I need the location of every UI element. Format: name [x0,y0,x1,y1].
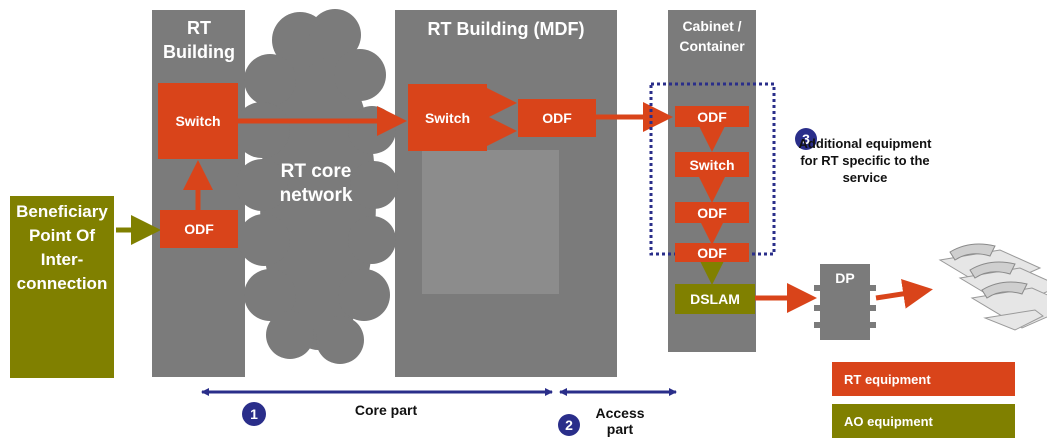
arrow-dp-to-phones [875,278,933,309]
legend-rt-equipment: RT equipment [832,362,1015,396]
additional-equipment-note: Additional equipment for RT specific to … [798,136,932,185]
switch-box-cabinet: Switch [675,152,749,177]
switch-box-rt-building: Switch [158,83,238,159]
dp-label: DP [835,270,855,286]
core-network-label: RT core network [279,161,353,206]
badge-2: 2 [558,414,580,436]
dp-device [820,264,870,340]
cabinet-title: Cabinet / Container [679,18,745,54]
beneficiary-poi: Beneficiary Point Of Inter- connection [10,196,114,378]
dslam-box: DSLAM [675,284,755,314]
dp-device-pins [814,285,876,328]
telephones-image [938,243,1047,331]
rt-mdf-title: RT Building (MDF) [427,19,585,39]
odf-box-mdf: ODF [518,99,596,137]
badge-3: 3 [795,128,817,150]
odf-box-rt-building: ODF [160,210,238,248]
odf-box-cabinet-3: ODF [675,243,749,262]
legend-ao-equipment: AO equipment [832,404,1015,438]
switch-box-mdf: Switch [408,84,487,151]
core-network-cloud [234,9,398,364]
odf-box-cabinet-2: ODF [675,202,749,223]
access-part-label: Access part [595,405,645,437]
mdf-inner-panel [422,150,559,294]
core-part-label: Core part [354,402,418,418]
rt-building-title: RT Building [163,18,235,62]
odf-box-cabinet-1: ODF [675,106,749,127]
badge-1: 1 [242,402,266,426]
